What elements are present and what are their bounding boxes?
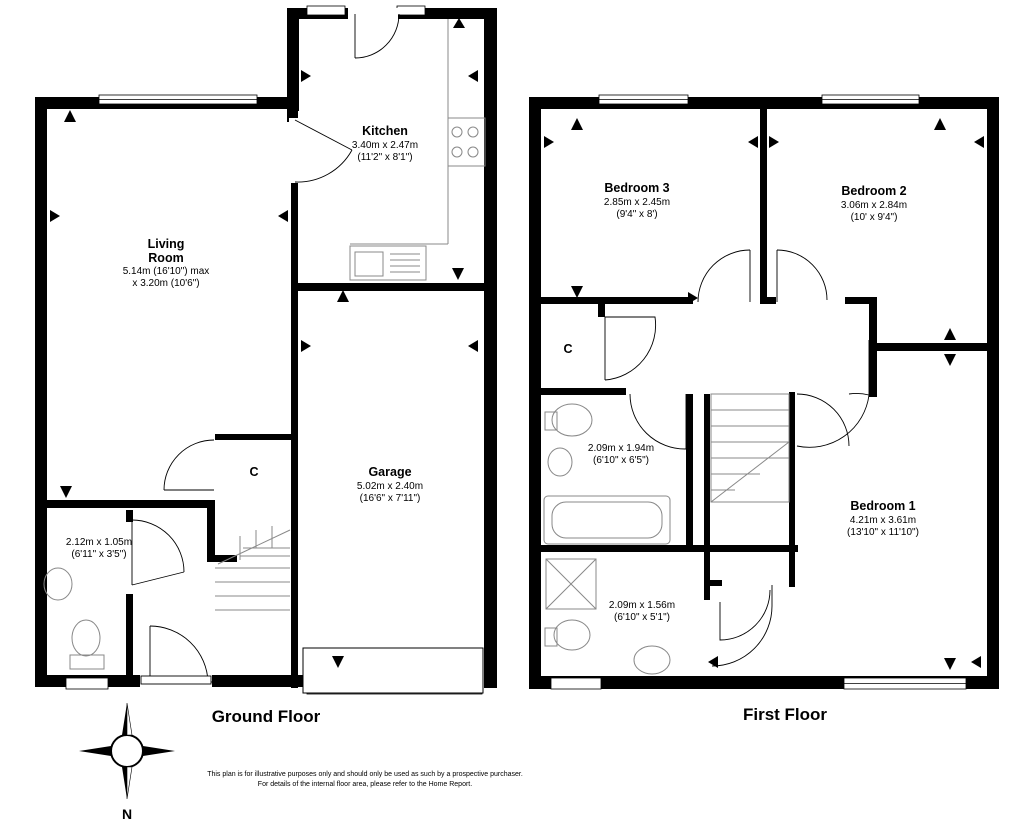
disclaimer-line2: For details of the internal floor area, …: [258, 781, 472, 788]
bedroom1-dim-metric: 4.21m x 3.61m: [850, 515, 916, 526]
bedroom1-name: Bedroom 1: [850, 499, 915, 513]
ground-cupboard-name: C: [249, 465, 258, 479]
shower-room-dim-metric: 2.09m x 1.56m: [609, 600, 675, 611]
kitchen-dim-metric: 3.40m x 2.47m: [352, 140, 418, 151]
compass-north-label: N: [122, 806, 132, 822]
wc-dim-imperial: (6'11" x 3'5"): [71, 549, 126, 560]
bedroom3-name: Bedroom 3: [604, 181, 669, 195]
bathroom-fixtures: [543, 403, 671, 675]
kitchen-dim-imperial: (11'2" x 8'1"): [357, 152, 412, 163]
garage-door: [302, 647, 484, 694]
bedroom2-dim-imperial: (10' x 9'4"): [851, 212, 898, 223]
first-floor-label: First Floor: [743, 705, 827, 724]
kitchen-name: Kitchen: [362, 124, 408, 138]
living-room-name-line1: Living: [148, 237, 185, 251]
first-markers: [544, 118, 984, 670]
disclaimer-line1: This plan is for illustrative purposes o…: [207, 771, 523, 778]
bedroom2-dim-metric: 3.06m x 2.84m: [841, 200, 907, 211]
compass: N: [79, 702, 175, 822]
living-room-name-line2: Room: [148, 251, 183, 265]
ground-floor-label: Ground Floor: [212, 707, 321, 726]
first-cupboard-name: C: [563, 342, 572, 356]
living-room-dim-metric: 5.14m (16'10") max: [123, 266, 210, 277]
ground-labels: Kitchen 3.40m x 2.47m (11'2" x 8'1") Liv…: [66, 124, 423, 726]
wc-fixtures: [43, 567, 105, 670]
ground-markers: [50, 18, 478, 498]
bathroom-dim-metric: 2.09m x 1.94m: [588, 443, 654, 454]
first-floor: Bedroom 3 2.85m x 2.45m (9'4" x 8') Bedr…: [529, 94, 999, 724]
ground-windows: [65, 5, 483, 695]
first-windows: [550, 94, 967, 690]
garage-dim-imperial: (16'6" x 7'11"): [360, 493, 421, 504]
bedroom3-dim-imperial: (9'4" x 8'): [616, 209, 657, 220]
first-labels: Bedroom 3 2.85m x 2.45m (9'4" x 8') Bedr…: [563, 181, 918, 724]
ground-floor: Kitchen 3.40m x 2.47m (11'2" x 8'1") Liv…: [35, 5, 497, 726]
disclaimer: This plan is for illustrative purposes o…: [207, 771, 523, 788]
ground-doors: [131, 8, 400, 689]
bathroom-dim-imperial: (6'10" x 6'5"): [593, 455, 649, 466]
ground-floor-walls: [35, 8, 497, 688]
first-doors: [604, 249, 870, 667]
shower-room-dim-imperial: (6'10" x 5'1"): [614, 612, 670, 623]
garage-name: Garage: [368, 465, 411, 479]
first-stairs: [710, 393, 790, 503]
wc-dim-metric: 2.12m x 1.05m: [66, 537, 132, 548]
ground-stairs: [215, 526, 291, 611]
compass-rose-icon: [79, 702, 175, 800]
bedroom3-dim-metric: 2.85m x 2.45m: [604, 197, 670, 208]
kitchen-fixtures: [349, 19, 486, 281]
living-room-dim-imperial: x 3.20m (10'6"): [132, 278, 199, 289]
first-floor-walls: [529, 97, 999, 689]
bedroom1-dim-imperial: (13'10" x 11'10"): [847, 527, 919, 538]
bedroom2-name: Bedroom 2: [841, 184, 906, 198]
garage-dim-metric: 5.02m x 2.40m: [357, 481, 423, 492]
